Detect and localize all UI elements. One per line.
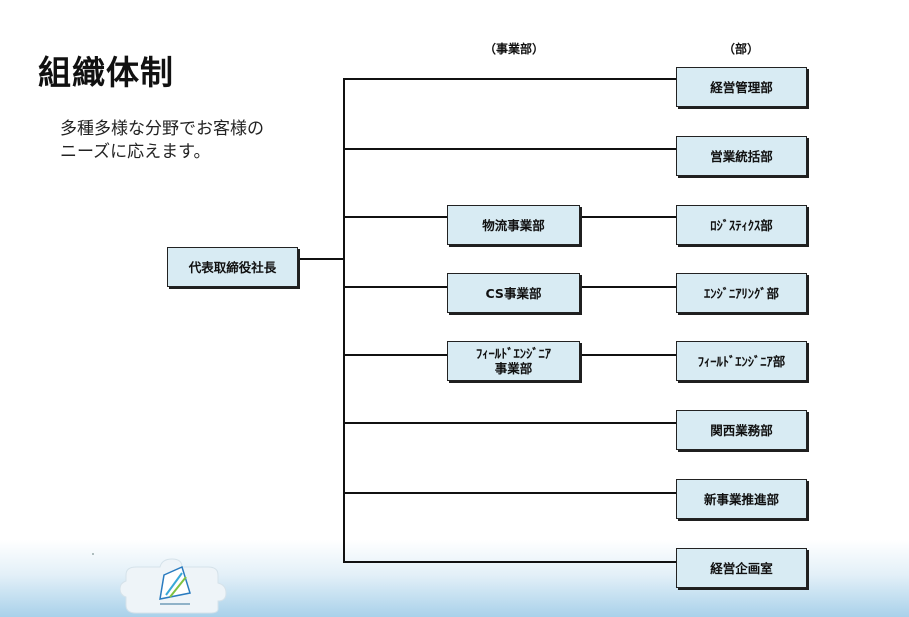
connector-branch-7 (343, 492, 676, 494)
department-box-2: 営業統括部 (676, 136, 807, 176)
connector-branch-5b (580, 354, 676, 356)
department-column-header: （部） (722, 42, 760, 56)
department-box-6: 関西業務部 (676, 410, 807, 450)
connector-branch-8 (343, 561, 676, 563)
connector-branch-4b (580, 286, 676, 288)
page-subtitle: 多種多様な分野でお客様の ニーズに応えます。 (60, 119, 264, 162)
division-column-header: （事業部） (483, 42, 545, 56)
connector-branch-1 (343, 78, 676, 80)
connector-branch-3a (343, 216, 447, 218)
connector-branch-3b (580, 216, 676, 218)
division-field-engineer-box: ﾌｨｰﾙﾄﾞｴﾝｼﾞﾆｱ 事業部 (447, 341, 580, 381)
connector-branch-6 (343, 422, 676, 424)
connector-trunk-vertical (343, 78, 345, 563)
department-box-3: ﾛｼﾞｽﾃｨｸｽ部 (676, 205, 807, 245)
connector-root-trunk (298, 258, 344, 260)
connector-branch-4a (343, 286, 447, 288)
department-box-5: ﾌｨｰﾙﾄﾞｴﾝｼﾞﾆｱ部 (676, 341, 807, 381)
department-box-1: 経営管理部 (676, 67, 807, 107)
page-title: 組織体制 (38, 53, 174, 92)
department-box-8: 経営企画室 (676, 548, 807, 588)
connector-branch-2 (343, 148, 676, 150)
decorative-dot (92, 553, 94, 555)
department-box-4: ｴﾝｼﾞﾆｱﾘﾝｸﾞ部 (676, 273, 807, 313)
division-logistics-box: 物流事業部 (447, 205, 580, 245)
puzzle-logo-icon (120, 558, 227, 614)
president-box: 代表取締役社長 (167, 247, 298, 287)
department-box-7: 新事業推進部 (676, 479, 807, 519)
division-cs-box: CS事業部 (447, 273, 580, 313)
connector-branch-5a (343, 354, 447, 356)
